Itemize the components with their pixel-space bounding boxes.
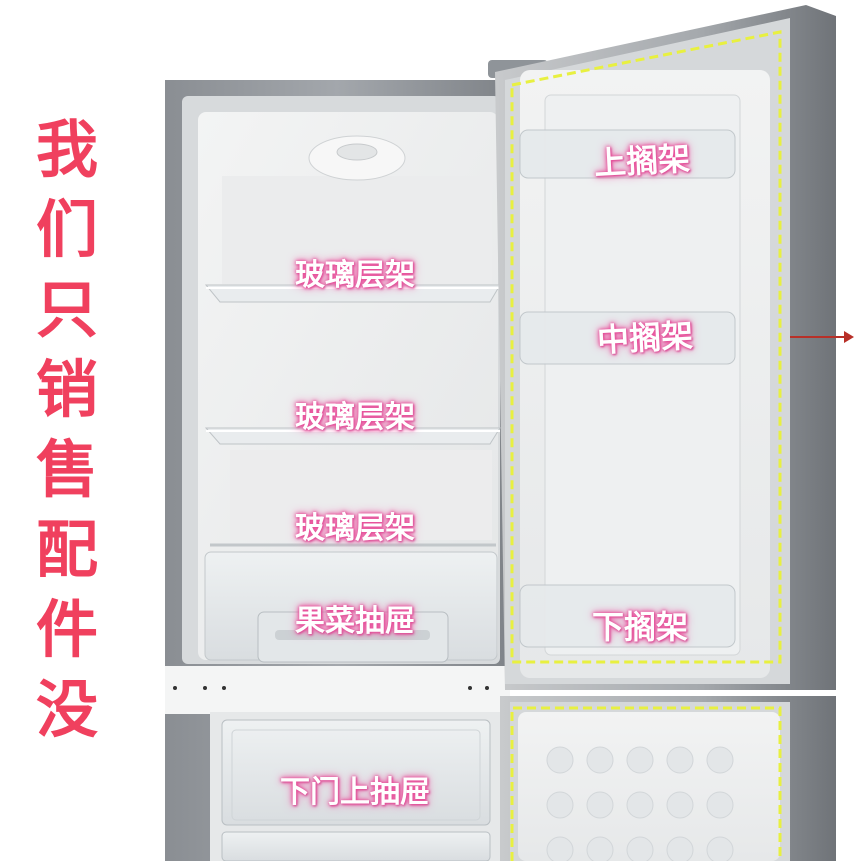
label-upper-door-shelf: 上搁架 (593, 139, 692, 183)
title-char: 们 (35, 193, 98, 266)
label-glass-shelf-2: 玻璃层架 (295, 400, 415, 435)
title-char: 件 (35, 593, 98, 666)
lower-door-shelf (519, 584, 736, 648)
title-char: 售 (35, 433, 98, 506)
label-glass-shelf-3: 玻璃层架 (295, 511, 415, 546)
upper-gasket-highlight (510, 30, 782, 664)
vertical-title: 我 们 只 销 售 配 件 没 (22, 110, 112, 750)
middle-door-shelf (519, 311, 736, 365)
title-char: 只 (35, 273, 98, 346)
title-char: 销 (35, 353, 98, 426)
lower-gasket-highlight (510, 706, 782, 861)
title-char: 我 (35, 113, 98, 186)
pointer-arrow (790, 331, 854, 343)
upper-door-shelf (519, 129, 736, 179)
freezer-door-dimples (546, 746, 734, 861)
title-char: 没 (35, 673, 98, 746)
label-lower-door-shelf: 下搁架 (591, 608, 689, 646)
glass-shelf-1 (204, 284, 501, 303)
label-lower-drawer: 下门上抽屉 (280, 775, 430, 810)
label-middle-door-shelf: 中搁架 (596, 316, 695, 360)
label-glass-shelf-1: 玻璃层架 (295, 258, 415, 293)
freezer-drawer (221, 719, 491, 826)
label-crisper-drawer: 果菜抽屉 (295, 604, 415, 639)
title-char: 配 (35, 513, 98, 586)
